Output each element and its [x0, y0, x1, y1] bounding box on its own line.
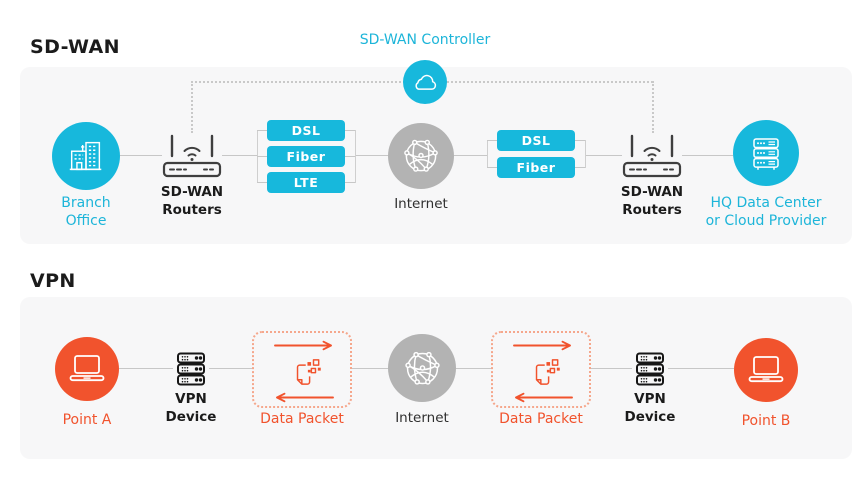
connector-line	[668, 368, 734, 369]
data-packet-box-left	[252, 331, 352, 408]
internet-node-top	[388, 123, 454, 189]
arrow-right-icon	[511, 340, 575, 351]
data-packet-box-right	[491, 331, 591, 408]
link-label-fiber: Fiber	[267, 146, 345, 167]
vpn-section-title: VPN	[30, 270, 76, 292]
connector-line	[119, 368, 173, 369]
internet-node-bottom	[388, 334, 456, 402]
sdwan-controller-node	[403, 60, 447, 104]
sdwan-controller-label: SD-WAN Controller	[359, 32, 491, 48]
globe-network-icon	[399, 345, 446, 392]
internet-label-top: Internet	[394, 196, 448, 212]
connector-line	[355, 155, 389, 156]
controller-dashed-line-right	[652, 81, 654, 133]
sdwan-router-left-label: SD-WAN Routers	[160, 184, 224, 218]
link-label-lte: LTE	[267, 172, 345, 193]
sdwan-section-title: SD-WAN	[30, 36, 120, 58]
link-bracket	[257, 182, 267, 183]
point-b-node	[734, 338, 798, 402]
sdwan-router-right-label: SD-WAN Routers	[620, 184, 684, 218]
data-packet-left-label: Data Packet	[260, 411, 344, 427]
link-label-dsl-right: DSL	[497, 130, 575, 151]
connector-line	[585, 155, 622, 156]
link-bracket	[487, 140, 497, 141]
point-a-label: Point A	[62, 412, 112, 428]
internet-label-bottom: Internet	[395, 410, 449, 426]
server-stack-icon	[630, 349, 670, 389]
link-bracket	[257, 156, 267, 157]
building-icon	[65, 135, 107, 177]
document-packet-icon	[285, 354, 323, 390]
vpn-device-left-label: VPN Device	[165, 391, 217, 425]
point-a-node	[55, 337, 119, 401]
connector-line	[222, 155, 257, 156]
connector-line	[682, 155, 733, 156]
wifi-router-icon	[618, 128, 686, 182]
link-bracket	[575, 140, 585, 141]
link-bracket	[585, 140, 586, 168]
laptop-icon	[746, 353, 786, 387]
arrow-left-icon	[272, 392, 336, 403]
data-packet-right-label: Data Packet	[499, 411, 583, 427]
connector-line	[591, 368, 632, 369]
link-bracket	[257, 130, 267, 131]
arrow-left-icon	[511, 392, 575, 403]
connector-line	[352, 368, 389, 369]
link-bracket	[487, 167, 497, 168]
link-bracket	[345, 156, 355, 157]
branch-office-node	[52, 122, 120, 190]
link-label-fiber-right: Fiber	[497, 157, 575, 178]
link-bracket	[345, 130, 355, 131]
server-stack-icon	[171, 349, 211, 389]
document-packet-icon	[524, 354, 562, 390]
point-b-label: Point B	[741, 413, 791, 429]
link-bracket	[355, 130, 356, 183]
cloud-icon	[410, 72, 440, 93]
link-bracket	[575, 167, 585, 168]
laptop-icon	[67, 352, 107, 386]
server-rack-icon	[746, 133, 786, 173]
connector-line	[453, 155, 487, 156]
connector-line	[455, 368, 491, 369]
link-bracket	[487, 140, 488, 168]
hq-data-center-node	[733, 120, 799, 186]
globe-network-icon	[398, 133, 444, 179]
controller-dashed-line-left	[191, 81, 193, 133]
link-label-dsl: DSL	[267, 120, 345, 141]
wifi-router-icon	[158, 128, 226, 182]
hq-data-center-label: HQ Data Center or Cloud Provider	[705, 195, 827, 230]
connector-line	[209, 368, 252, 369]
branch-office-label: Branch Office	[61, 195, 111, 230]
vpn-device-right-label: VPN Device	[624, 391, 676, 425]
connector-line	[120, 155, 162, 156]
link-bracket	[345, 182, 355, 183]
arrow-right-icon	[272, 340, 336, 351]
